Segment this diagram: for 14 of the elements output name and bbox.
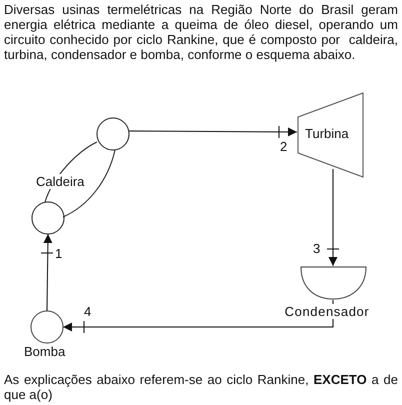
component-label: Caldeira — [36, 174, 84, 189]
question-text: Diversas usinas termelétricas na Região Norte do Brasil geram energia elétrica mediante a queima de óleo diesel, operando um circuito conhecido por ciclo Rankine, que é composto por caldeira, turbina, condensador e bomba, conforme o esquema abaixo. — [4, 2, 398, 62]
question-text: As explicações abaixo referem-se ao ciclo Rankine, EXCETO a de que a(o) — [4, 372, 398, 402]
state-point-number: 4 — [84, 304, 92, 319]
arrow — [328, 168, 338, 266]
component-label: Condensador — [284, 304, 370, 319]
state-point-number: 1 — [55, 246, 62, 261]
component-label: Bomba — [24, 344, 66, 359]
arrow — [128, 127, 298, 136]
state-point-number: 3 — [313, 241, 320, 256]
arrow — [43, 234, 52, 312]
state-point-number: 2 — [280, 139, 288, 154]
component-label: Turbina — [305, 126, 349, 141]
arrow — [62, 300, 334, 332]
